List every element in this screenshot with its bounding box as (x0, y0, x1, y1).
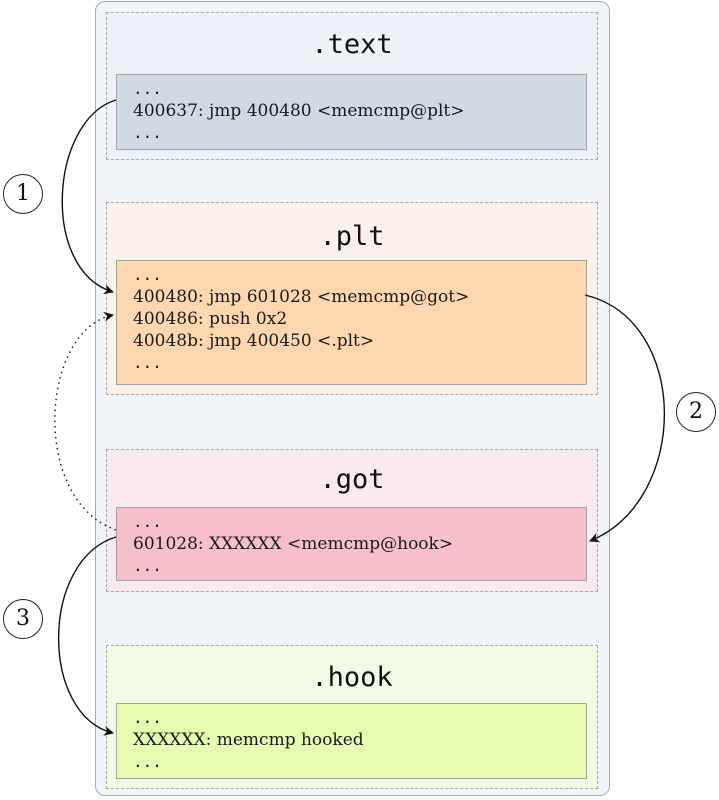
plt-line-2: 400486: push 0x2 (133, 309, 288, 329)
plt-code-block: ... 400480: jmp 601028 <memcmp@got> 4004… (116, 260, 587, 385)
arrow-step-3 (57, 536, 117, 736)
got-code-block: ... 601028: XXXXXX <memcmp@hook> ... (116, 507, 587, 581)
text-section: .text ... 400637: jmp 400480 <memcmp@plt… (106, 12, 598, 160)
got-line-2: ... (133, 556, 162, 575)
plt-line-0: ... (133, 265, 162, 284)
text-code-block: ... 400637: jmp 400480 <memcmp@plt> ... (116, 74, 587, 150)
step-3-label: 3 (3, 599, 43, 639)
hook-line-0: ... (133, 708, 162, 727)
text-line-0: ... (133, 79, 162, 98)
text-line-1: 400637: jmp 400480 <memcmp@plt> (133, 101, 465, 121)
got-line-1: 601028: XXXXXX <memcmp@hook> (133, 534, 454, 554)
step-2-label: 2 (676, 392, 716, 432)
plt-line-1: 400480: jmp 601028 <memcmp@got> (133, 287, 470, 307)
hook-line-2: ... (133, 752, 162, 771)
got-section: .got ... 601028: XXXXXX <memcmp@hook> ..… (106, 449, 598, 592)
got-section-title: .got (319, 464, 385, 495)
hook-code-block: ... XXXXXX: memcmp hooked ... (116, 703, 587, 779)
text-line-2: ... (133, 123, 162, 142)
arrow-dotted-return (54, 311, 117, 531)
text-section-title: .text (311, 29, 393, 60)
plt-section: .plt ... 400480: jmp 601028 <memcmp@got>… (106, 202, 598, 395)
hook-section: .hook ... XXXXXX: memcmp hooked ... (106, 645, 598, 789)
hook-section-title: .hook (311, 662, 393, 693)
plt-line-4: ... (133, 353, 162, 372)
got-line-0: ... (133, 512, 162, 531)
step-1-label: 1 (3, 174, 43, 214)
plt-line-3: 40048b: jmp 400450 <.plt> (133, 331, 375, 351)
plt-section-title: .plt (319, 221, 385, 252)
hook-line-1: XXXXXX: memcmp hooked (133, 730, 364, 750)
arrow-step-2 (584, 294, 666, 543)
arrow-step-1 (61, 99, 117, 295)
